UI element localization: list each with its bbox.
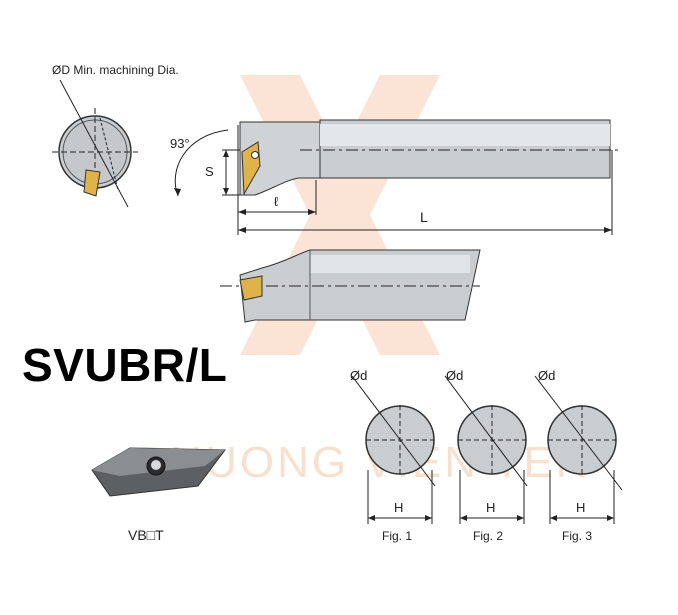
l-big-label: L: [420, 209, 428, 225]
min-dia-label: ØD Min. machining Dia.: [52, 63, 179, 77]
front-view: [52, 79, 138, 208]
fig1-h-label: H: [394, 500, 403, 515]
angle-label: 93°: [170, 136, 190, 151]
insert-image: [91, 447, 226, 497]
fig2-od-label: Ød: [446, 368, 463, 383]
fig1-section: [351, 375, 436, 524]
fig2-section: [444, 375, 528, 524]
fig2-h-label: H: [486, 500, 495, 515]
fig3-od-label: Ød: [538, 368, 555, 383]
fig3-caption: Fig. 3: [562, 529, 592, 543]
fig3-h-label: H: [576, 500, 585, 515]
fig2-caption: Fig. 2: [473, 529, 503, 543]
l-small-label: ℓ: [274, 194, 279, 209]
side-view: [174, 119, 620, 235]
model-title: SVUBR/L: [22, 339, 228, 391]
insert-code-label: VB□T: [128, 527, 164, 543]
fig3-section: [534, 375, 623, 524]
fig1-od-label: Ød: [350, 368, 367, 383]
top-view: [220, 249, 481, 323]
fig1-caption: Fig. 1: [382, 529, 412, 543]
s-label: S: [205, 164, 214, 179]
